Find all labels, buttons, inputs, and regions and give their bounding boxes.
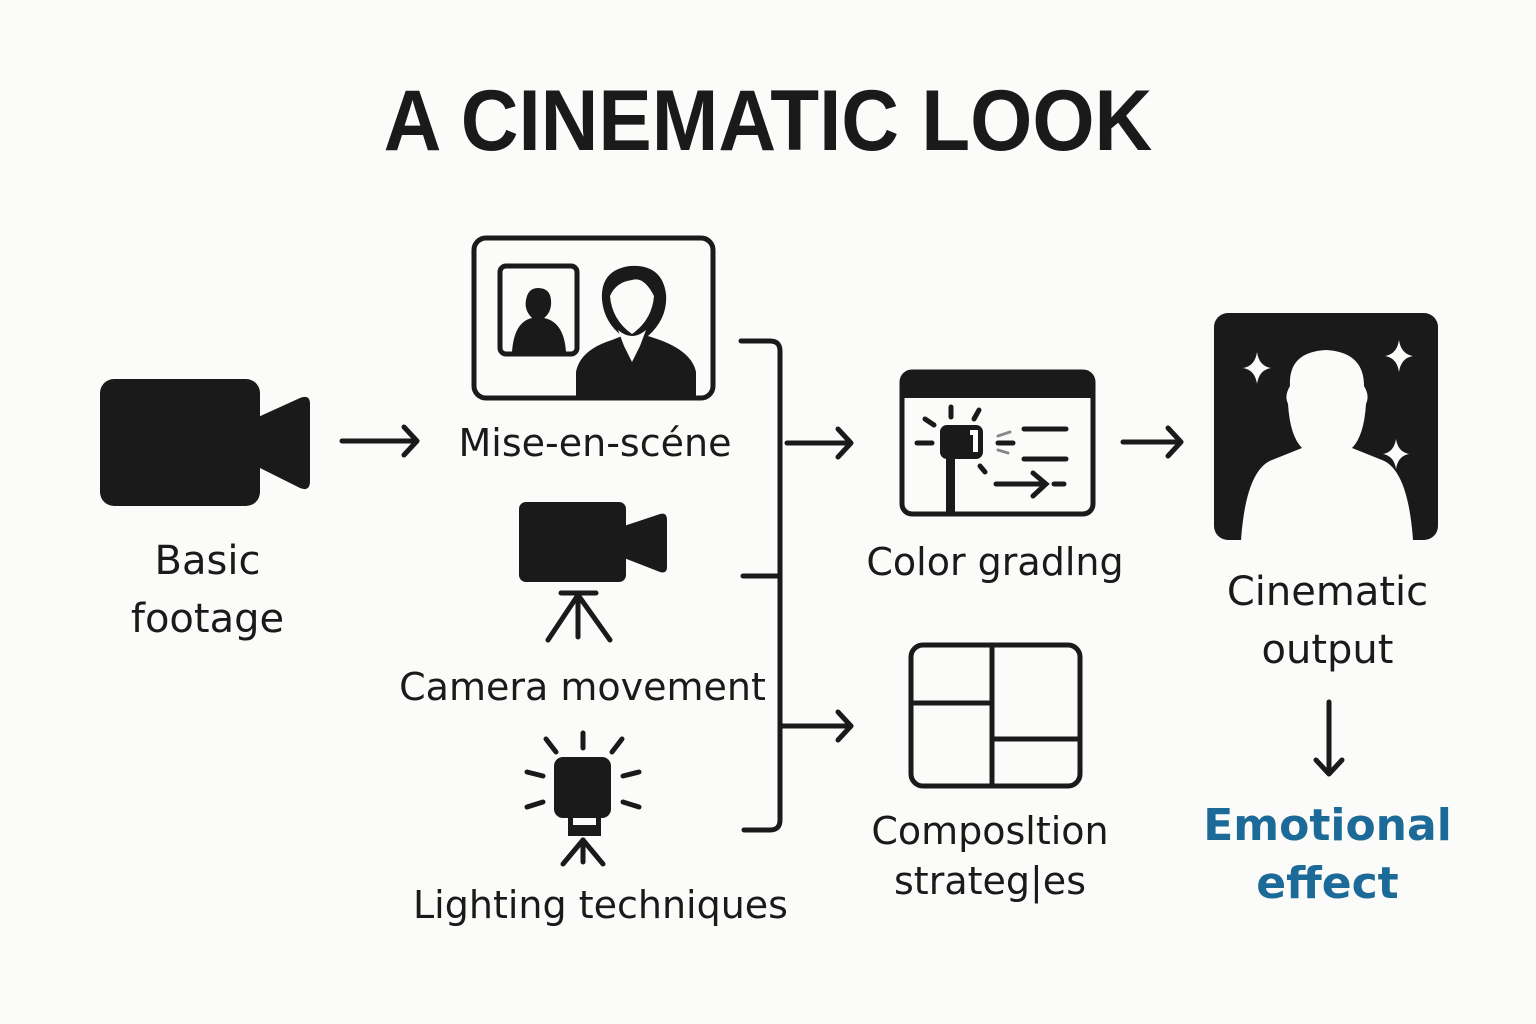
- video-camera-icon: [100, 379, 310, 506]
- node-composition-strategies: Composltion strateg|es: [850, 806, 1130, 906]
- cinematic-output-line1: Cinematic: [1226, 569, 1429, 615]
- node-cinematic-output: Cinematic output: [1195, 563, 1460, 679]
- composition-line1: Composltion: [871, 809, 1109, 853]
- node-basic-footage: Basic footage: [95, 532, 320, 648]
- basic-footage-line2: footage: [130, 596, 285, 642]
- node-camera-movement: Camera movement: [399, 665, 766, 709]
- technique-group-bracket: [738, 338, 783, 833]
- arrow-basic-to-mise: [339, 424, 420, 458]
- emotional-effect-line2: effect: [1256, 858, 1399, 909]
- arrow-output-to-emotion: [1313, 699, 1345, 777]
- arrow-group-to-composition: [779, 709, 854, 743]
- portrait-frame-icon: [471, 235, 716, 401]
- node-color-grading: Color gradlng: [866, 540, 1124, 584]
- arrow-group-to-color-grading: [784, 426, 854, 460]
- studio-light-icon: [524, 730, 642, 867]
- node-emotional-effect: Emotional effect: [1190, 797, 1465, 913]
- layout-grid-icon: [908, 642, 1083, 789]
- cinematic-output-line2: output: [1261, 627, 1394, 673]
- grading-window-icon: [899, 369, 1096, 517]
- node-mise-en-scene: Mise-en-scéne: [458, 421, 732, 465]
- sparkle-portrait-icon: [1214, 313, 1438, 540]
- composition-line2: strateg|es: [894, 859, 1086, 903]
- arrow-color-to-output: [1120, 425, 1184, 459]
- emotional-effect-line1: Emotional: [1203, 800, 1452, 851]
- node-lighting-techniques: Lighting techniques: [413, 883, 788, 927]
- diagram-title: A CINEMATIC LOOK: [383, 73, 1153, 169]
- basic-footage-line1: Basic: [154, 538, 261, 584]
- camera-on-tripod-icon: [519, 502, 667, 643]
